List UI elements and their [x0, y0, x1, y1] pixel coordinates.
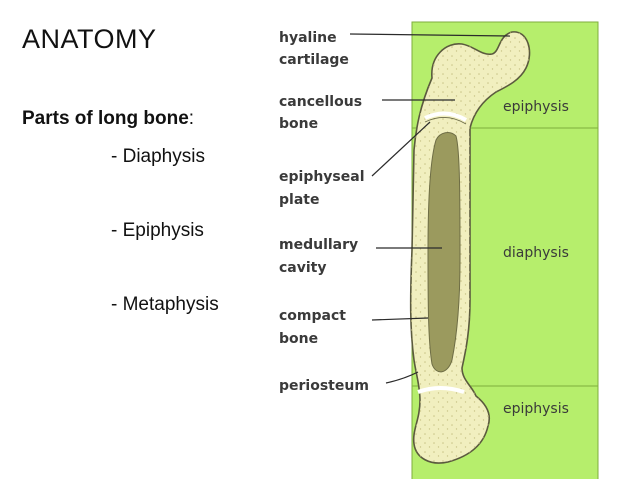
label-epiphyseal-1: epiphyseal [279, 169, 365, 185]
label-compact-2: bone [279, 331, 318, 347]
epiphyseal-plate-top [424, 111, 468, 122]
epiphyseal-plate-bottom [417, 386, 465, 394]
label-hyaline-2: cartilage [279, 52, 349, 68]
subtitle-bold: Parts of long bone [22, 108, 189, 129]
label-periosteum: periosteum [279, 378, 369, 394]
leader-compact [371, 317, 429, 321]
region-label-diaphysis: diaphysis [503, 245, 569, 261]
region-label-epiphysis-bottom: epiphysis [503, 401, 569, 417]
part-epiphysis: - Epiphysis [111, 220, 204, 241]
slide-title: ANATOMY [22, 24, 157, 54]
subtitle-colon: : [188, 108, 195, 129]
label-cancellous-1: cancellous [279, 94, 362, 110]
part-metaphysis: - Metaphysis [111, 294, 219, 315]
region-label-epiphysis-top: epiphysis [503, 99, 569, 115]
label-cancellous-2: bone [279, 116, 318, 132]
epiphyseal-plate-top-outline [424, 117, 467, 125]
slide-subtitle: Parts of long bone: [22, 108, 194, 130]
label-medullary-1: medullary [279, 237, 358, 253]
leader-periosteum [385, 371, 419, 384]
medullary-cavity [427, 132, 461, 373]
leader-hyaline [349, 33, 511, 37]
part-diaphysis: - Diaphysis [111, 146, 205, 167]
leader-epiphyseal [371, 121, 431, 177]
label-compact-1: compact [279, 308, 346, 324]
label-medullary-2: cavity [279, 260, 327, 276]
label-hyaline-1: hyaline [279, 30, 337, 46]
label-epiphyseal-2: plate [279, 192, 319, 208]
